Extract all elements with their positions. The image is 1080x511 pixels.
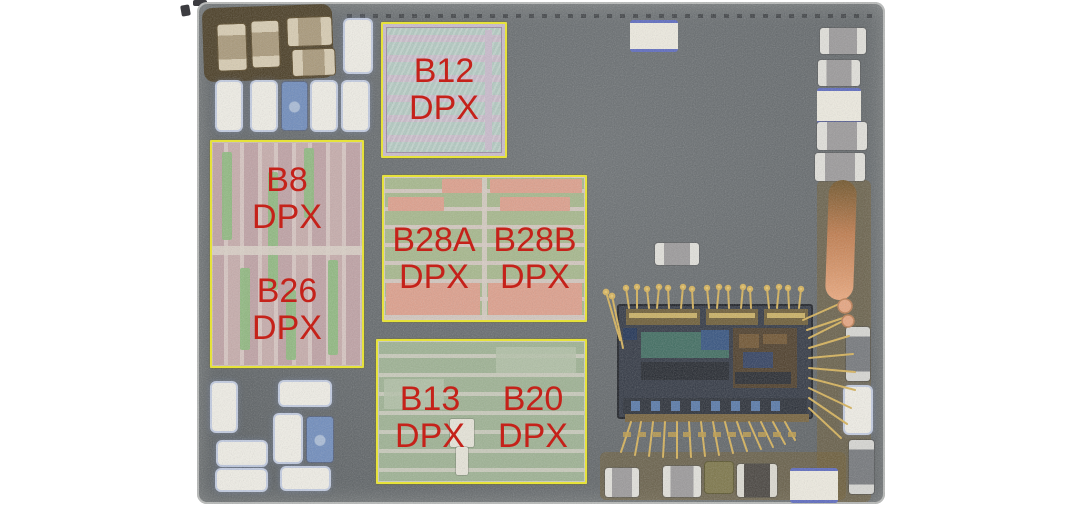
region-type-text: DPX (399, 258, 469, 296)
annotation-label-b28b: B28B DPX (493, 222, 576, 296)
passive-component (291, 47, 337, 78)
annotation-label-b20: B20 DPX (498, 381, 568, 455)
solder-pad (218, 442, 266, 465)
solder-pad (630, 20, 678, 52)
passive-component (818, 60, 860, 86)
region-id-text: B12 (413, 52, 475, 90)
solder-pad (790, 468, 838, 503)
region-id-text: B13 (399, 380, 461, 418)
solder-pad (280, 382, 330, 405)
region-type-text: DPX (252, 309, 322, 347)
region-type-text: DPX (252, 198, 322, 236)
passive-component (605, 468, 639, 497)
solder-pad (345, 20, 371, 72)
annotation-label-b8: B8 DPX (252, 162, 322, 236)
solder-pad (217, 470, 266, 490)
passive-component (216, 22, 248, 72)
annotation-label-b26: B26 DPX (252, 273, 322, 347)
passive-component (820, 28, 866, 54)
annotation-label-b12: B12 DPX (409, 53, 479, 127)
region-type-text: DPX (409, 89, 479, 127)
passive-component (655, 243, 699, 265)
region-type-text: DPX (395, 417, 465, 455)
passive-component (663, 466, 701, 497)
substrate-seam (347, 14, 877, 18)
solder-pad (275, 415, 301, 462)
solder-pad (282, 468, 329, 489)
annotation-label-b13: B13 DPX (395, 381, 465, 455)
annotation-label-b28a: B28A DPX (392, 222, 475, 296)
solder-pad (817, 88, 861, 124)
controller-die (602, 283, 856, 459)
region-type-text: DPX (498, 417, 568, 455)
edge-artifact (180, 4, 191, 17)
blue-component (307, 417, 333, 462)
region-id-text: B26 (256, 272, 318, 310)
region-id-text: B28B (493, 221, 577, 259)
region-type-text: DPX (500, 258, 570, 296)
passive-component (250, 19, 281, 69)
blue-component (282, 82, 307, 130)
solder-pad (343, 82, 368, 130)
solder-pad (217, 82, 241, 130)
solder-cluster (201, 3, 337, 83)
region-id-text: B28A (392, 221, 476, 259)
solder-pad (212, 383, 236, 431)
region-id-text: B8 (266, 161, 308, 199)
passive-component (286, 15, 334, 48)
passive-component (817, 122, 867, 150)
module-photo: B12 DPX B8 DPX B26 DPX B28A DPX B28B DPX… (197, 2, 885, 504)
region-id-text: B20 (502, 380, 564, 418)
solder-pad (312, 82, 336, 130)
passive-component (815, 153, 865, 181)
solder-pad (252, 82, 276, 130)
